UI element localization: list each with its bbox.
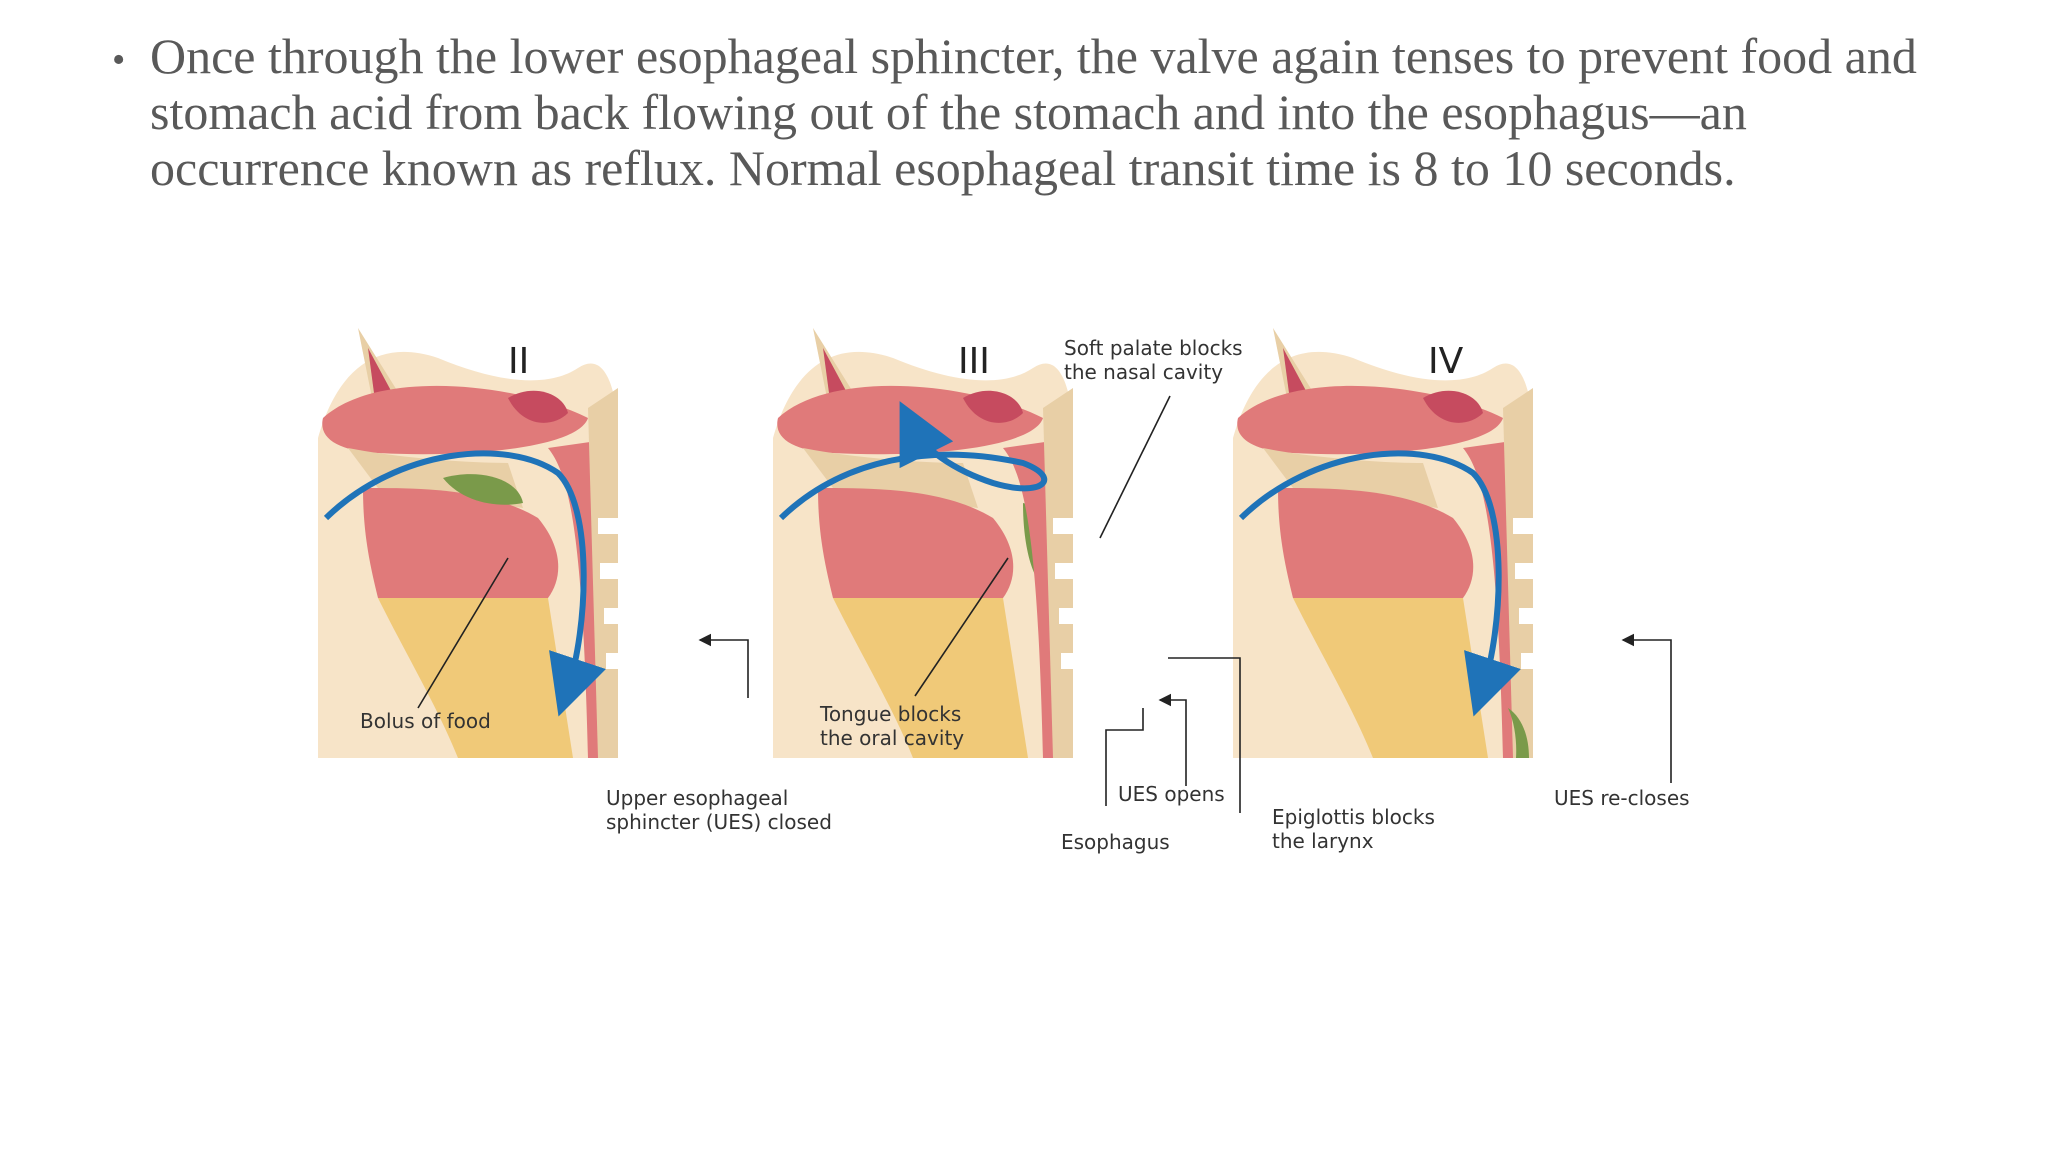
label-soft-palate-line1: Soft palate blocks [1064,336,1243,360]
panel-iv [1233,328,1555,758]
panel-iii [773,328,1095,758]
panel-numeral-ii: II [508,341,529,382]
swallowing-illustration: II III IV Bolus of food Upper esophageal… [318,328,1708,868]
leader-lines [417,395,1672,813]
panel-numeral-iv: IV [1428,341,1464,382]
label-ues-closed-line1: Upper esophageal [606,786,788,810]
panel-ii [318,328,640,758]
label-tongue-blocks-line1: Tongue blocks [819,702,961,726]
label-tongue-blocks-line2: the oral cavity [820,726,964,750]
label-ues-recloses: UES re-closes [1554,786,1690,810]
label-esophagus: Esophagus [1061,830,1170,854]
label-ues-closed-line2: sphincter (UES) closed [606,810,832,834]
label-epiglottis-line2: the larynx [1272,829,1374,853]
bullet-item: • Once through the lower esophageal sphi… [112,28,1972,196]
bullet-text: Once through the lower esophageal sphinc… [150,28,1917,196]
label-soft-palate-line2: the nasal cavity [1064,360,1223,384]
label-bolus-of-food: Bolus of food [360,709,491,733]
label-epiglottis-line1: Epiglottis blocks [1272,805,1435,829]
panel-numeral-iii: III [958,341,990,382]
label-ues-opens: UES opens [1118,782,1225,806]
bullet-dot-icon: • [112,39,126,81]
